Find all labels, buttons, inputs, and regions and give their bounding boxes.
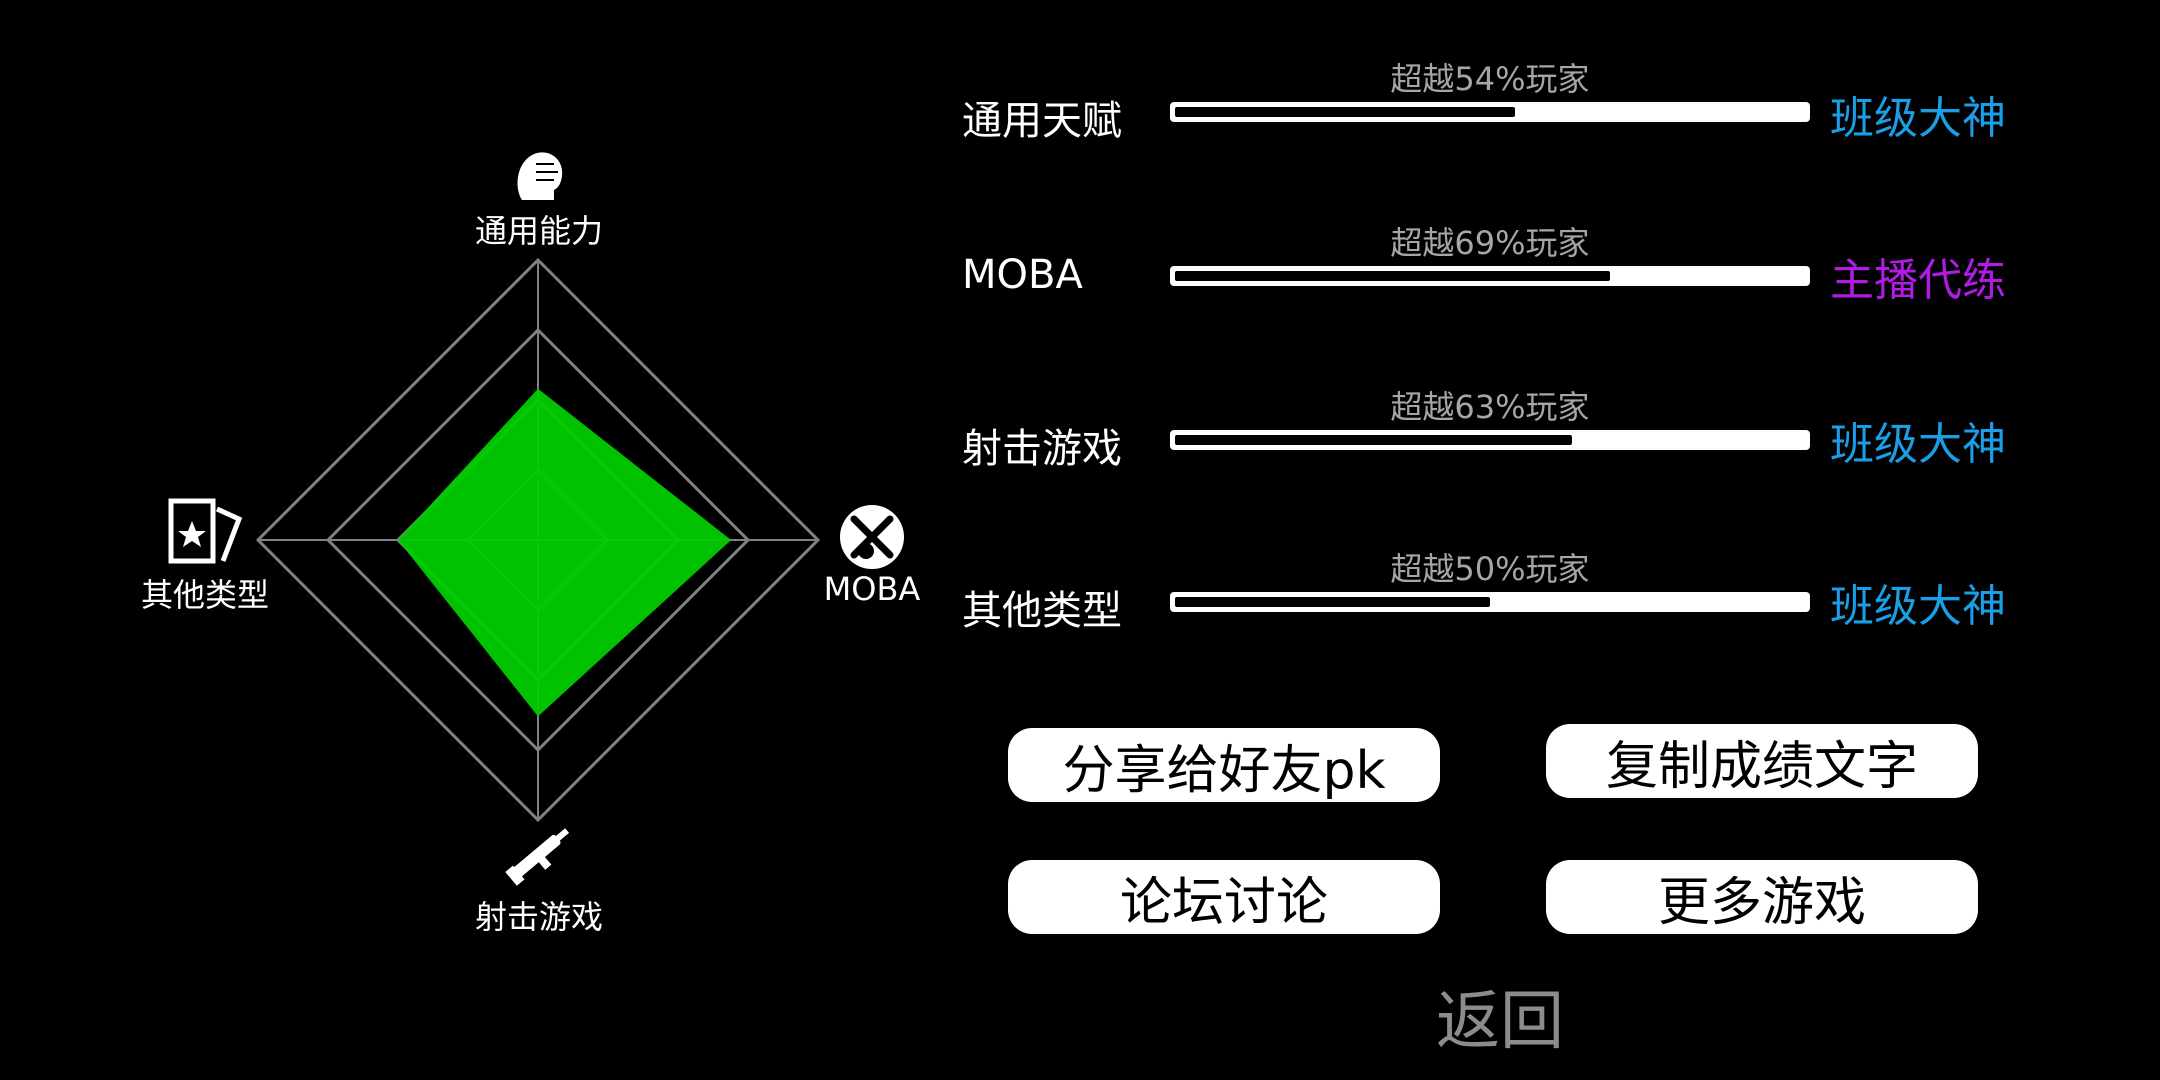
rifle-icon [505,828,570,886]
progress-fill [1175,597,1490,607]
axis-label-shooter: 射击游戏 [474,898,603,936]
progress-bar [1170,102,1810,122]
stat-rank: 班级大神 [1830,93,2006,144]
stat-name: 射击游戏 [962,426,1122,472]
axis-label-other: 其他类型 [140,576,269,614]
radar-chart [168,152,904,886]
stat-rank: 主播代练 [1830,255,2006,306]
stat-name: 通用天赋 [962,98,1122,144]
share-button[interactable]: 分享给好友pk [1008,728,1440,802]
axis-label-general: 通用能力 [474,212,603,250]
stat-percent-text: 超越54%玩家 [1390,60,1590,98]
forum-button[interactable]: 论坛讨论 [1008,860,1440,934]
progress-fill [1175,107,1516,117]
progress-fill [1175,435,1572,445]
progress-bar [1170,430,1810,450]
progress-bar [1170,266,1810,286]
copy-result-button[interactable]: 复制成绩文字 [1546,724,1978,798]
stat-percent-text: 超越69%玩家 [1390,224,1590,262]
stat-percent-text: 超越63%玩家 [1390,388,1590,426]
stat-name: 其他类型 [962,588,1122,634]
card-icon [168,498,243,564]
head-icon [517,152,563,200]
more-games-button[interactable]: 更多游戏 [1546,860,1978,934]
stat-percent-text: 超越50%玩家 [1390,550,1590,588]
axis-label-moba: MOBA [823,570,921,608]
back-button[interactable]: 返回 [1436,985,1564,1059]
radar-area [398,388,732,717]
progress-bar [1170,592,1810,612]
moba-icon [840,505,904,569]
stat-rank: 班级大神 [1830,581,2006,632]
stat-name: MOBA [962,252,1083,298]
stat-rank: 班级大神 [1830,419,2006,470]
progress-fill [1175,271,1610,281]
